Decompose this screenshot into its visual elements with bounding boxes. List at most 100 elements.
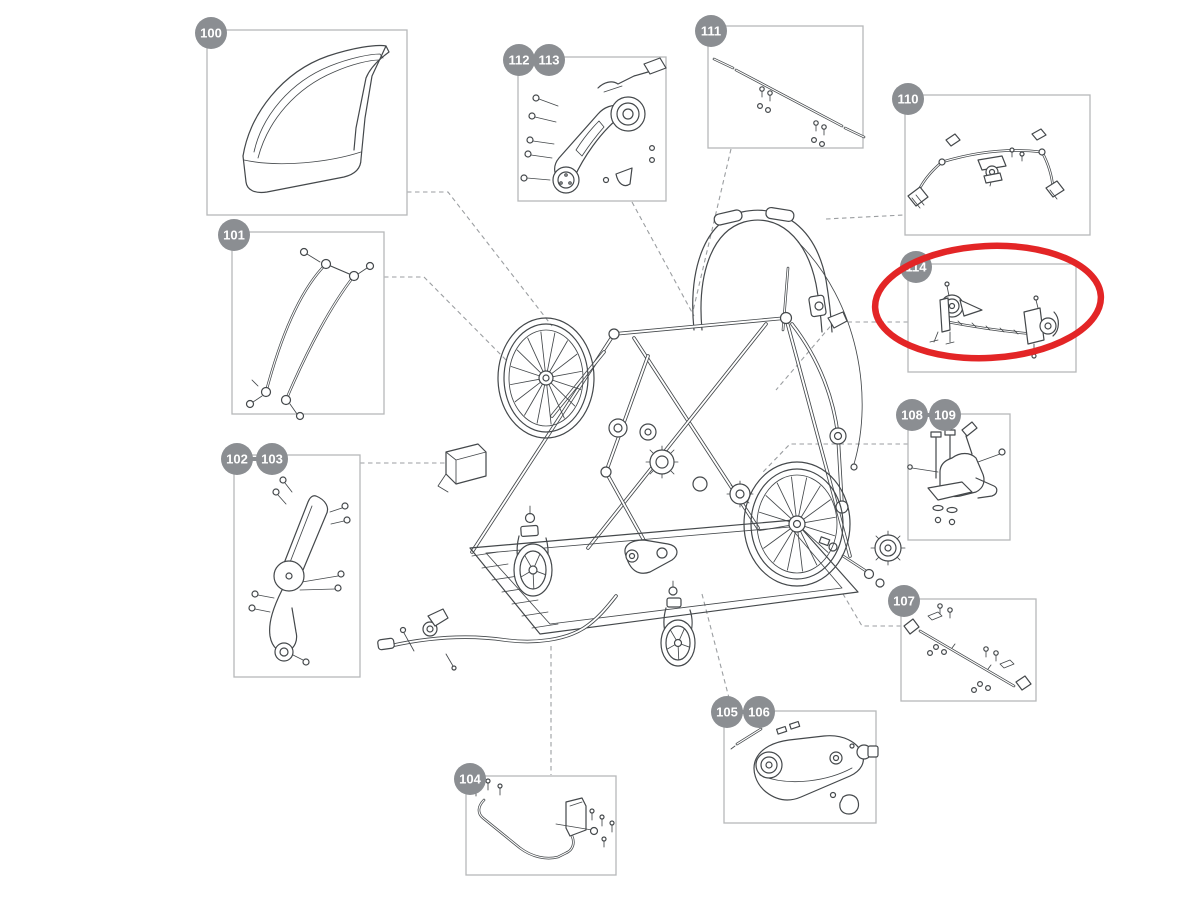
connector-105-106 [701, 593, 730, 699]
badge-107: 107 [888, 585, 920, 617]
connector-110 [825, 214, 905, 220]
badge-103: 103 [256, 443, 288, 475]
badge-102-label: 102 [226, 452, 248, 467]
wheel-spoke [801, 527, 829, 553]
badge-108-label: 108 [901, 408, 923, 423]
badge-102: 102 [221, 443, 253, 475]
badge-109-label: 109 [934, 408, 956, 423]
wheel-spoke [670, 629, 678, 642]
part-drawing-111 [712, 57, 866, 148]
tow-bar [377, 594, 618, 671]
wheel-spoke [801, 499, 831, 521]
part-box-108-109[interactable] [907, 413, 1011, 541]
wheel-spoke [527, 337, 544, 373]
wheel-spoke [550, 379, 582, 390]
wheel-spoke [799, 529, 818, 566]
badge-110-label: 110 [898, 92, 919, 107]
wheel-spoke [797, 530, 803, 572]
wheel-spoke [516, 349, 542, 375]
wheel-spoke [524, 383, 544, 416]
part-box-111[interactable] [707, 25, 866, 149]
part-badges: 100 101 102 103 104 105 106 107 108 109 … [195, 15, 961, 795]
badge-106: 106 [743, 696, 775, 728]
wheel-spoke [800, 485, 821, 519]
badge-110: 110 [892, 83, 924, 115]
wheel-spoke [786, 530, 796, 571]
wheel-spoke [532, 572, 535, 589]
wheel-spoke [548, 383, 565, 419]
part-box-100[interactable] [206, 29, 408, 216]
connector-111 [692, 148, 732, 312]
part-drawing-101 [245, 247, 375, 421]
badge-111: 111 [695, 15, 727, 47]
wheel-spoke [765, 495, 793, 521]
wheel-spoke [550, 381, 576, 407]
part-box-112-113[interactable] [517, 56, 667, 202]
badge-101: 101 [218, 219, 250, 251]
main-frame [470, 311, 852, 558]
wheel-spoke [546, 384, 552, 425]
wheel-spoke [802, 525, 836, 537]
part-drawing-100 [242, 44, 390, 194]
connector-112-113 [631, 201, 695, 317]
badge-101-label: 101 [223, 228, 245, 243]
badge-112-label: 112 [509, 53, 530, 68]
wheel-spoke [802, 516, 836, 524]
wheel-spoke [758, 524, 792, 532]
wheel-spoke [540, 331, 546, 372]
wheel-spoke [546, 332, 556, 372]
part-box-107[interactable] [900, 598, 1037, 702]
part-drawing-102-103 [248, 476, 351, 666]
wheel-spoke [773, 529, 794, 563]
wheel-spoke [510, 378, 541, 386]
part-box-102-103[interactable] [233, 454, 361, 678]
badge-107-label: 107 [893, 594, 915, 609]
central-assembly [377, 206, 906, 671]
wheel-spoke [551, 370, 582, 378]
badge-100-label: 100 [200, 26, 222, 41]
connector-100 [407, 191, 553, 327]
part-drawing-108-109 [907, 421, 1006, 526]
badge-100: 100 [195, 17, 227, 49]
wheel-spoke [776, 482, 795, 519]
part-box-101[interactable] [231, 231, 385, 421]
wheel-spoke [514, 381, 542, 403]
connector-101 [384, 276, 509, 363]
badge-103-label: 103 [261, 452, 283, 467]
right-wheel [743, 461, 851, 587]
wheel-spoke [548, 340, 568, 373]
wheel-spoke [536, 384, 546, 424]
connector-108-109 [761, 443, 908, 474]
wheel-spoke [524, 555, 533, 569]
part-box-110[interactable] [904, 94, 1091, 236]
badge-105-label: 105 [716, 705, 738, 720]
part-drawing-110 [907, 128, 1065, 209]
part-drawing-105-106 [730, 720, 879, 815]
wheel-spoke [550, 353, 578, 375]
part-drawing-112-113 [520, 57, 667, 194]
badge-105: 105 [711, 696, 743, 728]
part-drawing-104 [473, 778, 615, 860]
wheel-spoke [510, 366, 542, 377]
wheel-spoke [758, 511, 792, 523]
badge-113: 113 [533, 44, 565, 76]
part-box-104[interactable] [465, 775, 617, 876]
part-box-105-106[interactable] [723, 710, 879, 824]
wheel-spoke [678, 628, 685, 642]
highlight-ellipse-114 [871, 242, 1105, 362]
badge-108: 108 [896, 399, 928, 431]
part-drawing-107 [903, 603, 1032, 693]
base-platform [469, 519, 859, 635]
badge-104-label: 104 [459, 772, 481, 787]
frame-mechanisms [437, 418, 906, 588]
badge-109: 109 [929, 399, 961, 431]
part-drawing-114 [929, 281, 1059, 359]
wheel-spoke [677, 645, 680, 660]
badge-106-label: 106 [748, 705, 770, 720]
front-caster-wheel [513, 505, 553, 597]
badge-112: 112 [503, 44, 535, 76]
badge-113-label: 113 [539, 53, 560, 68]
badge-104: 104 [454, 763, 486, 795]
